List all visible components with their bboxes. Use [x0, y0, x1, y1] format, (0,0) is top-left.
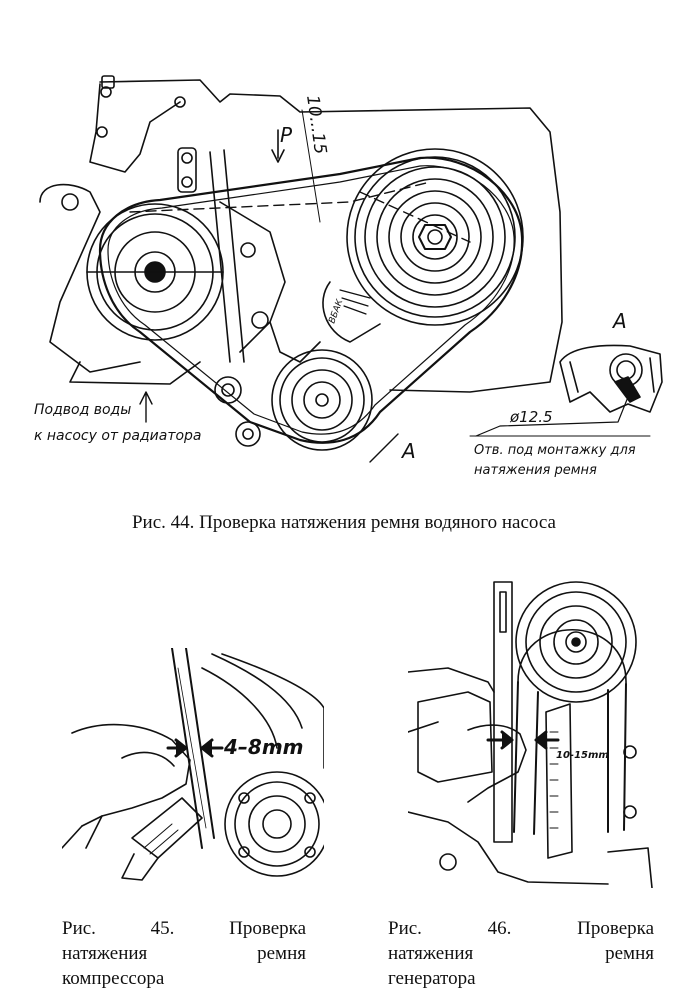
label-gap: 10-15mm [556, 750, 609, 761]
caption-word: 46. [487, 918, 512, 939]
hand [467, 724, 527, 803]
caption-word: ремня [605, 943, 654, 964]
tensioner-arm [209, 149, 245, 363]
drive-belt [98, 156, 524, 444]
water-pump-pulley [86, 203, 224, 341]
socket-tool [131, 797, 203, 859]
caption-word: Проверка [229, 918, 306, 939]
gap-arrow-left [166, 738, 188, 758]
figure-46-caption: Рис. 46. Проверка натяжения ремня генера… [388, 916, 654, 991]
caption-word: Проверка [577, 918, 654, 939]
figure-45-compressor-belt: 4–8mm [62, 648, 324, 888]
ruler [545, 703, 573, 859]
label-gap: 10...15 [302, 94, 330, 156]
label-water-line1: Подвод воды [34, 402, 131, 418]
caption-line: компрессора [62, 968, 165, 989]
label-a-main: A [400, 439, 416, 463]
caption-word: ремня [257, 943, 306, 964]
engine-block [408, 667, 609, 885]
dimension-line [301, 109, 321, 223]
caption-word: Рис. [388, 918, 422, 939]
gap-arrow-right [534, 730, 560, 750]
generator-pulley [515, 581, 637, 703]
force-arrow [271, 129, 285, 163]
figure-44-caption: Рис. 44. Проверка натяжения ремня водяно… [131, 512, 556, 533]
left-bracket [39, 183, 141, 373]
label-gap: 4–8mm [223, 735, 304, 759]
caption-word: 45. [150, 918, 175, 939]
label-hole-line1: Отв. под монтажку для [474, 443, 636, 458]
figure-44-water-pump-belt: ВБАК P 10...15 A Подвод воды к насосу от… [30, 62, 670, 494]
generator-belt [513, 681, 627, 835]
timing-cover [219, 201, 321, 363]
tension-bracket [322, 281, 381, 343]
idler-bolt [214, 376, 242, 404]
label-water-line2: к насосу от радиатора [34, 428, 202, 444]
caption-word: натяжения [62, 943, 148, 964]
engine-block-outline [99, 79, 563, 393]
caption-word: натяжения [388, 943, 474, 964]
label-a-detail: A [611, 309, 627, 333]
gap-arrow-right [200, 738, 224, 758]
water-inlet-arrow [139, 391, 153, 423]
hand [71, 723, 191, 827]
label-hole-line2: натяжения ремня [474, 463, 597, 478]
figure-46-generator-belt: 10-15mm [408, 572, 654, 888]
scale-label: ВБАК [327, 298, 345, 325]
manifold-housing [89, 83, 181, 173]
compressor-pulley-bg [221, 653, 324, 769]
label-p: P [280, 123, 293, 147]
crankshaft-pulley [271, 349, 373, 451]
crank-pulley [224, 771, 324, 877]
adjusting-strip [493, 581, 513, 843]
caption-line: генератора [388, 968, 476, 989]
detail-a-hole [559, 344, 663, 413]
generator-pulley [346, 148, 524, 326]
gap-arrow-left [486, 730, 514, 750]
caption-word: Рис. [62, 918, 96, 939]
figure-45-caption: Рис. 45. Проверка натяжения ремня компре… [62, 916, 306, 991]
label-diameter: ø12.5 [509, 408, 553, 426]
